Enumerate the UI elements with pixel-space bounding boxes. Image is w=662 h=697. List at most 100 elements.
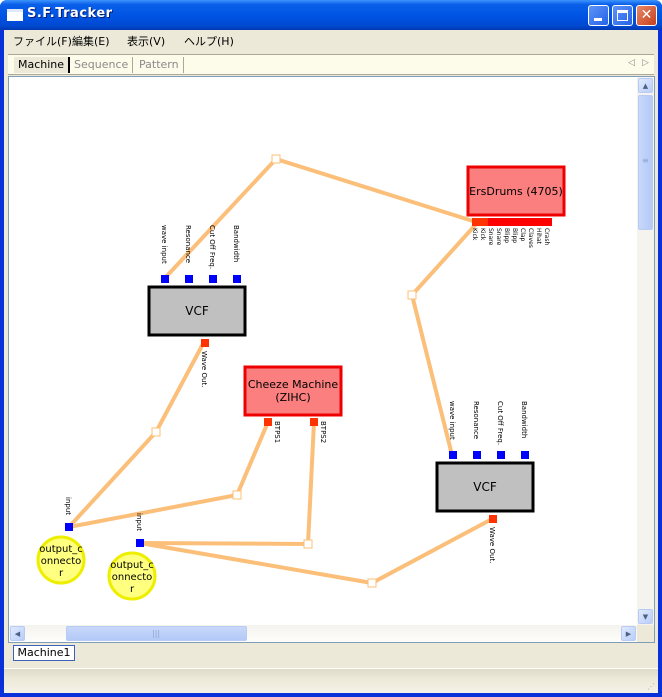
menu-edit[interactable]: 編集(E)	[72, 35, 110, 48]
machine-label: VCF	[185, 304, 209, 318]
title-bar[interactable]: S.F.Tracker ✕	[0, 0, 662, 30]
wire-vcf2-to-out2[interactable]	[139, 517, 493, 586]
input-port[interactable]	[521, 451, 529, 459]
machine-label: ErsDrums (4705)	[469, 185, 563, 198]
horizontal-scrollbar[interactable]: ◀ ||| ▶	[9, 625, 638, 642]
output-port[interactable]	[528, 218, 536, 226]
output-port[interactable]	[544, 218, 552, 226]
port-label: input	[64, 497, 72, 515]
chevron-left-icon: ◀	[14, 630, 21, 638]
machine-box[interactable]	[147, 285, 247, 337]
scroll-right-button[interactable]: ▶	[621, 626, 636, 641]
wire-handle[interactable]	[232, 490, 242, 500]
tab-pattern[interactable]: Pattern	[135, 57, 184, 73]
tab-scroll-left-icon[interactable]: ◁	[628, 58, 635, 68]
input-port[interactable]	[449, 451, 457, 459]
minimize-button[interactable]	[588, 5, 609, 26]
output-port[interactable]	[496, 218, 504, 226]
horizontal-scroll-thumb[interactable]: |||	[66, 626, 247, 641]
wire-cheeze2-to-out2[interactable]	[139, 421, 316, 547]
output-port[interactable]	[536, 218, 544, 226]
output-port[interactable]	[201, 339, 209, 347]
close-button[interactable]: ✕	[636, 5, 657, 26]
input-port[interactable]	[185, 275, 193, 283]
output-port[interactable]	[504, 218, 512, 226]
wire-cheeze1-to-out1[interactable]	[68, 421, 270, 529]
maximize-icon	[617, 10, 628, 21]
machine-box[interactable]	[435, 461, 535, 513]
document-tab-machine1[interactable]: Machine1	[13, 645, 75, 661]
scroll-down-button[interactable]: ▼	[638, 609, 653, 624]
input-port[interactable]	[473, 451, 481, 459]
port-label: Kick	[471, 228, 478, 241]
wire-handle[interactable]	[271, 154, 281, 164]
output-port[interactable]	[489, 515, 497, 523]
port-label: Crash	[543, 228, 550, 245]
port-label: wave input	[448, 401, 456, 440]
port-label: Resonance	[184, 225, 192, 263]
machine-label: VCF	[473, 480, 497, 494]
input-port[interactable]	[161, 275, 169, 283]
vertical-scrollbar[interactable]: ▲ ≡ ▼	[637, 77, 654, 625]
status-bar: ⋰	[4, 668, 658, 693]
port-label: BTPS2	[319, 421, 327, 443]
vertical-scroll-thumb[interactable]: ≡	[638, 95, 653, 230]
input-port[interactable]	[497, 451, 505, 459]
output-port[interactable]	[480, 218, 488, 226]
menu-help[interactable]: ヘルプ(H)	[184, 35, 234, 48]
machine-box[interactable]	[466, 165, 566, 217]
output-label-line2: onnecto	[112, 572, 152, 583]
maximize-button[interactable]	[612, 5, 633, 26]
output-port[interactable]	[310, 418, 318, 426]
input-port[interactable]	[65, 523, 73, 531]
wire-handle[interactable]	[303, 539, 313, 549]
output-port[interactable]	[520, 218, 528, 226]
output-node[interactable]	[36, 535, 86, 585]
client-area: ファイル(F) 編集(E) 表示(V) ヘルプ(H) Machine Seque…	[4, 30, 658, 693]
grip-icon: |||	[152, 629, 161, 638]
tab-machine[interactable]: Machine	[14, 57, 71, 73]
port-label: wave input	[160, 225, 168, 264]
port-label: Blipp	[511, 228, 518, 243]
scroll-up-button[interactable]: ▲	[638, 78, 653, 93]
input-port[interactable]	[209, 275, 217, 283]
port-label: Bandwidth	[520, 401, 528, 438]
tab-scroll-right-icon[interactable]: ▷	[642, 58, 649, 68]
app-icon	[7, 9, 23, 21]
output-label-line1: output_c	[39, 544, 82, 555]
input-port[interactable]	[233, 275, 241, 283]
output-label-line3: r	[130, 584, 135, 595]
tab-sequence[interactable]: Sequence	[70, 57, 134, 73]
wire-drums-to-vcf2[interactable]	[409, 220, 480, 456]
output-connector-1[interactable]: output_c onnecto r input	[36, 497, 86, 585]
port-label: Hihat	[535, 228, 542, 245]
scroll-left-button[interactable]: ◀	[10, 626, 25, 641]
menu-view[interactable]: 表示(V)	[127, 35, 166, 48]
machine-label-line1: Cheeze Machine	[248, 378, 339, 391]
resize-grip-icon[interactable]: ⋰	[647, 682, 655, 691]
output-port[interactable]	[472, 218, 480, 226]
output-connector-2[interactable]: output_c onnecto r input	[107, 513, 157, 601]
wire-handle[interactable]	[407, 290, 417, 300]
wire-handle[interactable]	[367, 578, 377, 588]
machine-label-line2: (ZIHC)	[275, 391, 310, 404]
menu-file[interactable]: ファイル(F)	[13, 35, 72, 48]
wire-vcf1-to-out1[interactable]	[67, 341, 206, 529]
wire-handle[interactable]	[151, 427, 161, 437]
output-port[interactable]	[512, 218, 520, 226]
output-label-line2: onnecto	[41, 556, 81, 567]
port-label: Cut Off Freq.	[496, 401, 504, 445]
machine-box[interactable]	[243, 365, 343, 417]
input-port[interactable]	[136, 539, 144, 547]
output-port[interactable]	[264, 418, 272, 426]
output-node[interactable]	[107, 551, 157, 601]
output-port[interactable]	[488, 218, 496, 226]
port-label: Cut Off Freq.	[208, 225, 216, 269]
